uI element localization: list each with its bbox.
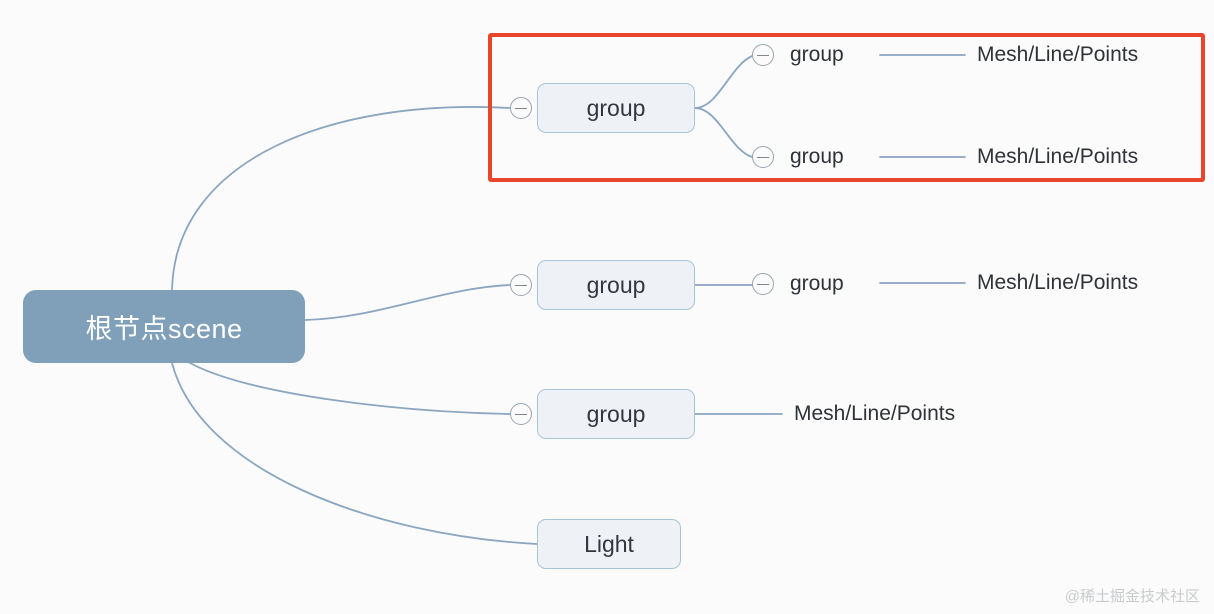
node-group-1[interactable]: group [537, 83, 695, 133]
leaf-mesh-line-points-2[interactable]: Mesh/Line/Points [977, 145, 1139, 168]
node-group-2-child-1[interactable]: group [790, 272, 844, 295]
edge-root-to-group-2 [304, 284, 511, 321]
edge-root-to-light [171, 362, 538, 545]
collapse-toggle-group-2[interactable] [510, 274, 532, 296]
collapse-toggle-group-2-child-1[interactable] [752, 273, 774, 295]
watermark: @稀土掘金技术社区 [1064, 588, 1200, 605]
collapse-toggle-group-1[interactable] [510, 97, 532, 119]
edge-group1-to-child-2 [694, 107, 753, 158]
leaf-mesh-line-points-1[interactable]: Mesh/Line/Points [977, 43, 1139, 66]
leaf-mesh-line-points-3[interactable]: Mesh/Line/Points [977, 271, 1139, 294]
node-light[interactable]: Light [537, 519, 681, 569]
collapse-toggle-group-3[interactable] [510, 403, 532, 425]
node-group-2[interactable]: group [537, 260, 695, 310]
leaf-mesh-line-points-4[interactable]: Mesh/Line/Points [794, 402, 956, 425]
root-node-scene[interactable]: 根节点scene [23, 290, 305, 363]
node-group-1-child-1[interactable]: group [790, 43, 844, 66]
edge-root-to-group-3 [189, 362, 511, 415]
collapse-toggle-group-1-child-2[interactable] [752, 146, 774, 168]
collapse-toggle-group-1-child-1[interactable] [752, 44, 774, 66]
node-group-3[interactable]: group [537, 389, 695, 439]
edge-group1-to-child-1 [694, 55, 753, 109]
edge-root-to-group-1 [171, 106, 511, 291]
node-group-1-child-2[interactable]: group [790, 145, 844, 168]
